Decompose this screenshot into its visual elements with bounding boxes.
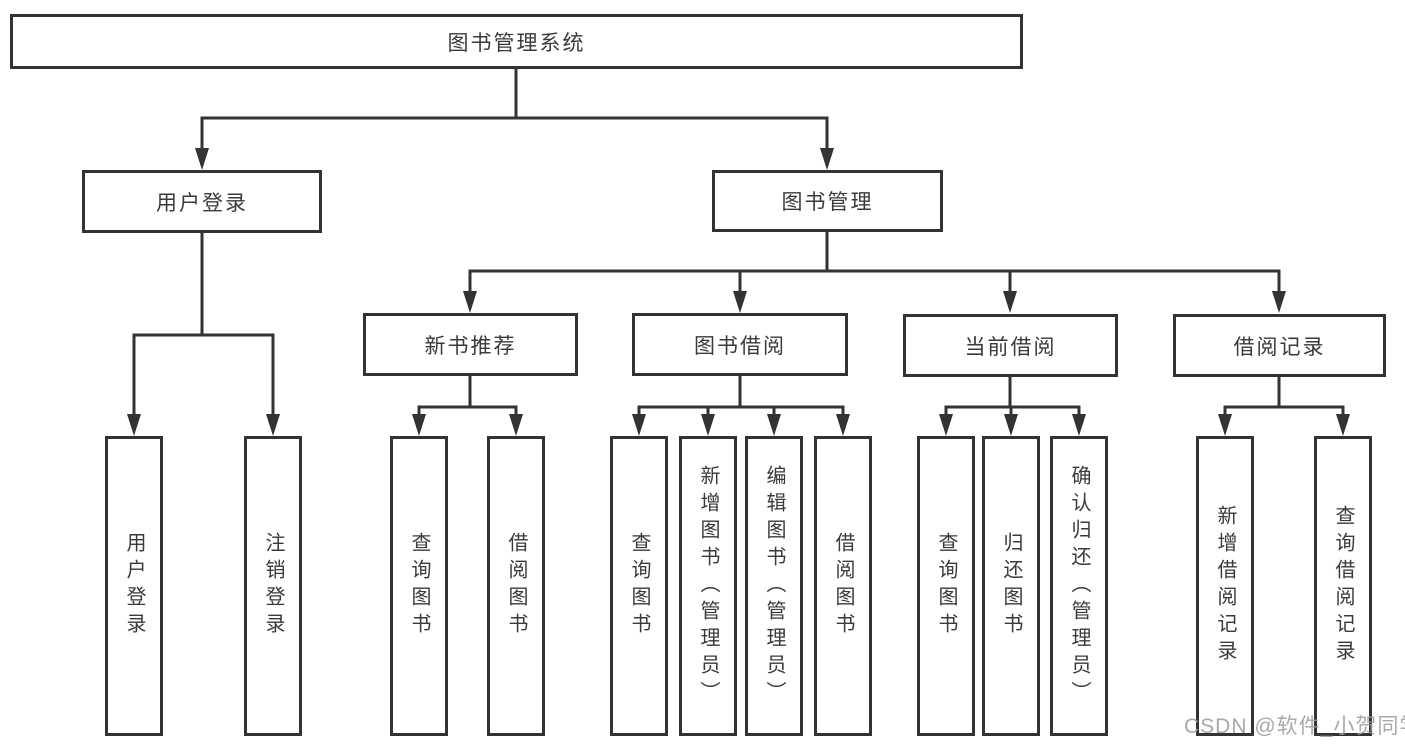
leaf-add-borrow-record: 新增借阅记录 xyxy=(1196,436,1254,736)
node-user-login: 用户登录 xyxy=(82,170,322,233)
leaf-edit-books-admin: 编辑图书（管理员） xyxy=(745,436,803,736)
leaf-logout-login: 注销登录 xyxy=(244,436,302,736)
node-book-management: 图书管理 xyxy=(712,170,943,232)
node-current-borrow: 当前借阅 xyxy=(903,314,1118,377)
leaf-query-borrow-record: 查询借阅记录 xyxy=(1314,436,1372,736)
node-library-management-system: 图书管理系统 xyxy=(10,14,1023,69)
leaf-return-books: 归还图书 xyxy=(982,436,1040,736)
leaf-query-books-current: 查询图书 xyxy=(917,436,975,736)
node-new-book-recommend: 新书推荐 xyxy=(363,313,578,376)
node-borrow-records: 借阅记录 xyxy=(1173,314,1386,377)
leaf-borrow-books-borrow: 借阅图书 xyxy=(814,436,872,736)
leaf-borrow-books-newbook: 借阅图书 xyxy=(487,436,545,736)
leaf-query-books-borrow: 查询图书 xyxy=(610,436,668,736)
leaf-confirm-return-admin: 确认归还（管理员） xyxy=(1050,436,1108,736)
leaf-query-books-newbook: 查询图书 xyxy=(390,436,448,736)
leaf-add-books-admin: 新增图书（管理员） xyxy=(679,436,737,736)
leaf-user-login: 用户登录 xyxy=(105,436,163,736)
csdn-watermark: CSDN @软件_小贺同学 xyxy=(1184,715,1405,738)
node-book-borrow: 图书借阅 xyxy=(632,313,848,376)
